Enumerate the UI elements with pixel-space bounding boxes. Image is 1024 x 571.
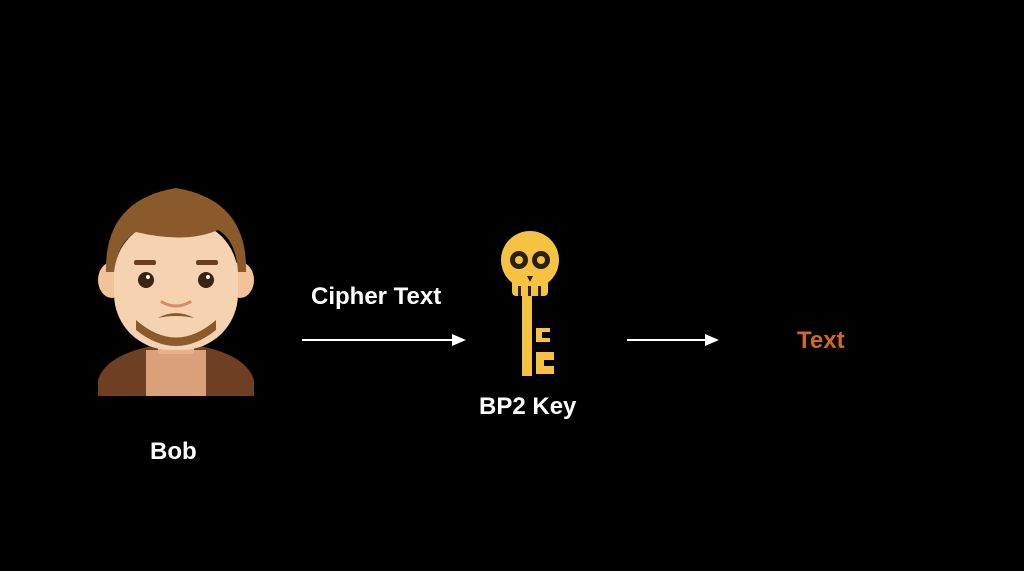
key-shaft (522, 296, 532, 376)
key-tooth-upper (536, 328, 550, 342)
key-tooth-lower (536, 352, 554, 374)
right-eye (198, 272, 214, 288)
left-eyebrow (134, 260, 156, 265)
man-avatar-icon (98, 188, 254, 396)
mouth (160, 300, 192, 308)
skull-nose (527, 276, 533, 282)
skull-key-icon (501, 231, 559, 376)
beard (136, 320, 216, 346)
face (114, 220, 238, 350)
shirt (146, 350, 206, 396)
arrow-right-icon (627, 334, 719, 346)
left-eye (138, 272, 154, 288)
cipher-text-label: Cipher Text (311, 283, 442, 310)
sender-name: Bob (150, 438, 197, 465)
output-text-label: Text (797, 327, 845, 354)
mustache (158, 313, 194, 318)
key-label: BP2 Key (479, 393, 577, 420)
hair (105, 188, 247, 272)
arrow-right-icon (302, 334, 466, 346)
right-eyebrow (196, 260, 218, 265)
